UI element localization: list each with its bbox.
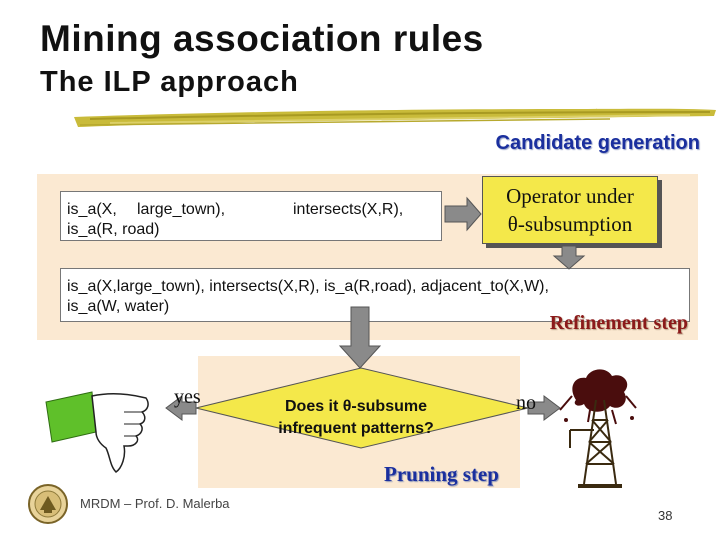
arrow-no xyxy=(527,395,561,421)
slide-title: Mining association rules xyxy=(40,18,484,59)
no-label: no xyxy=(516,392,536,414)
arrow-to-decision xyxy=(338,306,382,369)
university-seal-icon xyxy=(28,484,68,524)
decision-diamond xyxy=(195,367,529,449)
operator-line-2: θ-subsumption xyxy=(507,212,633,236)
operator-box: Operator under θ-subsumption xyxy=(482,176,658,244)
arrow-to-refined-clause xyxy=(552,245,586,270)
clause-1-part-c: intersects(X,R), xyxy=(293,201,404,218)
input-clause-box: is_a(X, large_town), intersects(X,R), is… xyxy=(60,191,442,241)
operator-line-1: Operator under xyxy=(506,184,634,208)
oil-derrick-icon xyxy=(559,369,637,488)
arrow-to-operator xyxy=(444,196,482,232)
section-label: Candidate generation xyxy=(495,132,700,154)
refined-clause-box: is_a(X,large_town), intersects(X,R), is_… xyxy=(60,268,690,322)
pruning-step-label: Pruning step xyxy=(384,462,499,486)
clause-1-part-a: is_a(X, xyxy=(67,201,117,218)
clause-2-line-1: is_a(X,large_town), intersects(X,R), is_… xyxy=(67,278,549,295)
thumbs-down-icon xyxy=(45,391,149,473)
slide-subtitle: The ILP approach xyxy=(40,66,299,98)
yes-label: yes xyxy=(174,386,201,408)
arrow-yes xyxy=(165,395,197,421)
clause-2-line-2: is_a(W, water) xyxy=(67,298,170,315)
clause-1-part-d: is_a(R, road) xyxy=(67,221,160,238)
footer-text: MRDM – Prof. D. Malerba xyxy=(80,496,230,511)
brush-stroke-underline xyxy=(74,108,716,127)
question-line-1: Does it θ-subsume xyxy=(284,398,427,415)
question-line-2: infrequent patterns? xyxy=(278,420,434,437)
page-number: 38 xyxy=(658,508,673,523)
clause-1-part-b: large_town), xyxy=(137,201,226,218)
decision-question: Does it θ-subsume infrequent patterns? xyxy=(240,396,472,440)
refinement-step-label: Refinement step xyxy=(549,312,688,334)
